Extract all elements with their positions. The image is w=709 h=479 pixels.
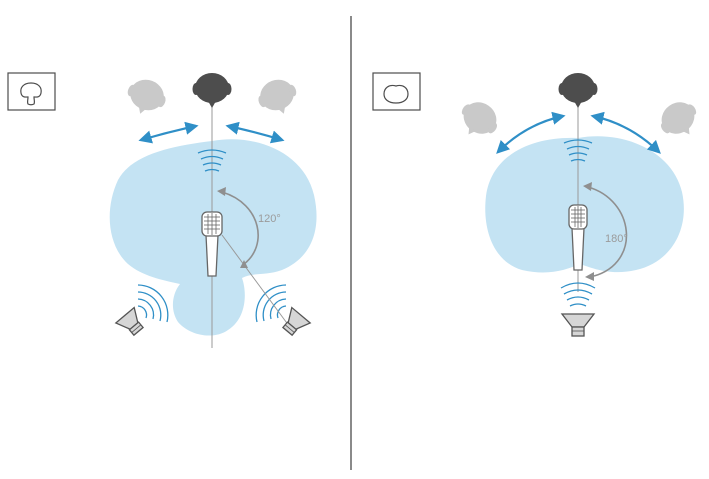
side-head-right [253,74,303,121]
side-head-left [121,74,171,121]
speaker-icon-left [114,306,145,337]
coverage-angle-label: 180° [605,233,628,245]
voice-waves [563,139,593,162]
coverage-angle-arc [217,187,259,268]
speaker-waves-left [137,284,169,323]
speaker-icon-right [281,306,312,337]
microphone-icon [568,204,588,271]
main-head [192,73,232,108]
side-head-right [653,94,706,146]
speaker-icon [560,313,596,337]
speaker-waves [560,282,596,307]
movement-arrow-right [590,111,661,154]
microphone-icon [201,211,223,277]
voice-waves [197,149,227,172]
supercardioid-pattern-icon [7,72,56,111]
side-head-left [452,94,505,146]
coverage-angle-label: 120° [258,213,281,225]
right-panel: 180° [372,72,706,337]
pickup-lobe [485,136,684,273]
cardioid-pattern-icon [372,72,421,111]
coverage-angle-arc [583,182,628,281]
left-panel: 120° [7,72,317,348]
rejection-axis [221,234,293,331]
movement-arrow-right [225,121,285,144]
main-head [558,73,598,108]
movement-arrow-left [496,111,566,154]
movement-arrow-left [138,121,199,144]
